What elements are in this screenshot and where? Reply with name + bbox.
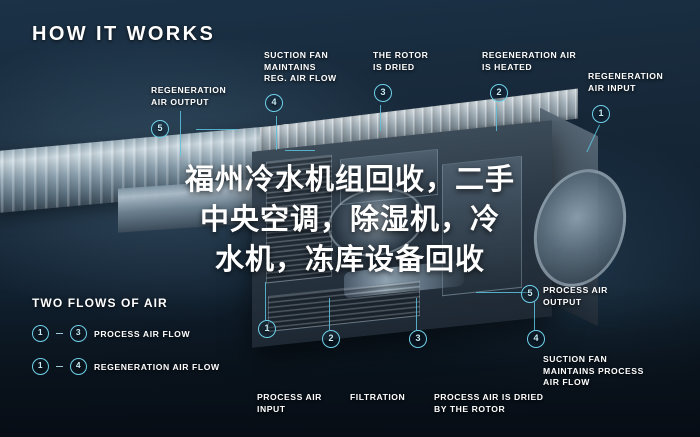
leader-line-4-suction-process <box>534 302 535 330</box>
callout-regeneration-air-input: REGENERATION AIR INPUT <box>588 71 664 93</box>
legend-badge-to-3: 3 <box>70 325 87 342</box>
legend-dash-icon-b <box>56 365 63 368</box>
legend-label-regeneration-air-flow: REGENERATION AIR FLOW <box>94 361 220 372</box>
badge-rotor-dried: 3 <box>374 84 392 102</box>
badge-regeneration-air-input: 1 <box>592 105 610 123</box>
watermark-line-2: 中央空调，除湿机，冷 <box>199 204 500 236</box>
leader-line-1-process-input <box>265 282 266 320</box>
leader-line-5-regen-output-h <box>196 129 238 130</box>
legend-badge-from-1: 1 <box>32 325 49 342</box>
leader-line-3-process-dried <box>416 298 417 330</box>
legend-label-process-air-flow: PROCESS AIR FLOW <box>94 328 191 339</box>
callout-process-air-input: PROCESS AIR INPUT <box>257 392 322 414</box>
legend-badge-to-4: 4 <box>70 358 87 375</box>
callout-suction-fan-reg: SUCTION FAN MAINTAINS REG. AIR FLOW <box>264 50 337 83</box>
callout-regeneration-air-heated: REGENERATION AIR IS HEATED <box>482 50 577 72</box>
callout-suction-fan-process: SUCTION FAN MAINTAINS PROCESS AIR FLOW <box>543 354 644 387</box>
callout-process-air-dried: PROCESS AIR IS DRIED BY THE ROTOR <box>434 392 544 414</box>
legend-dash-icon <box>56 332 63 335</box>
badge-process-air-output: 5 <box>521 285 539 303</box>
leader-line-3-rotor-dried <box>380 105 381 131</box>
callout-rotor-dried: THE ROTOR IS DRIED <box>373 50 429 72</box>
badge-suction-fan-process: 4 <box>527 330 545 348</box>
watermark-line-3: 水机，冻库设备回收 <box>214 244 485 276</box>
legend-badge-from-1-b: 1 <box>32 358 49 375</box>
badge-filtration: 2 <box>322 330 340 348</box>
badge-regeneration-air-output: 5 <box>151 120 169 138</box>
watermark-line-1: 福州冷水机组回收，二手 <box>184 164 515 196</box>
legend-row-process-air-flow: 1 3 PROCESS AIR FLOW <box>32 325 190 342</box>
legend-row-regeneration-air-flow: 1 4 REGENERATION AIR FLOW <box>32 358 220 375</box>
leader-line-2-regen-heated <box>496 105 497 131</box>
leader-line-4-suction-reg-h <box>285 150 315 151</box>
badge-process-air-dried: 3 <box>409 330 427 348</box>
page-title: HOW IT WORKS <box>32 23 216 45</box>
callout-process-air-output: PROCESS AIR OUTPUT <box>543 285 608 307</box>
badge-suction-fan-reg: 4 <box>265 94 283 112</box>
watermark-overlay: 福州冷水机组回收，二手 中央空调，除湿机，冷 水机，冻库设备回收 <box>0 160 700 280</box>
badge-process-air-input: 1 <box>258 320 276 338</box>
leader-line-2-filtration <box>329 298 330 330</box>
callout-filtration: FILTRATION <box>350 392 406 402</box>
badge-regeneration-air-heated: 2 <box>490 84 508 102</box>
leader-line-4-suction-reg <box>276 116 277 150</box>
callout-regeneration-air-output: REGENERATION AIR OUTPUT <box>151 85 227 107</box>
leader-line-5-regen-output <box>180 111 181 157</box>
legend-title: TWO FLOWS OF AIR <box>32 296 168 310</box>
